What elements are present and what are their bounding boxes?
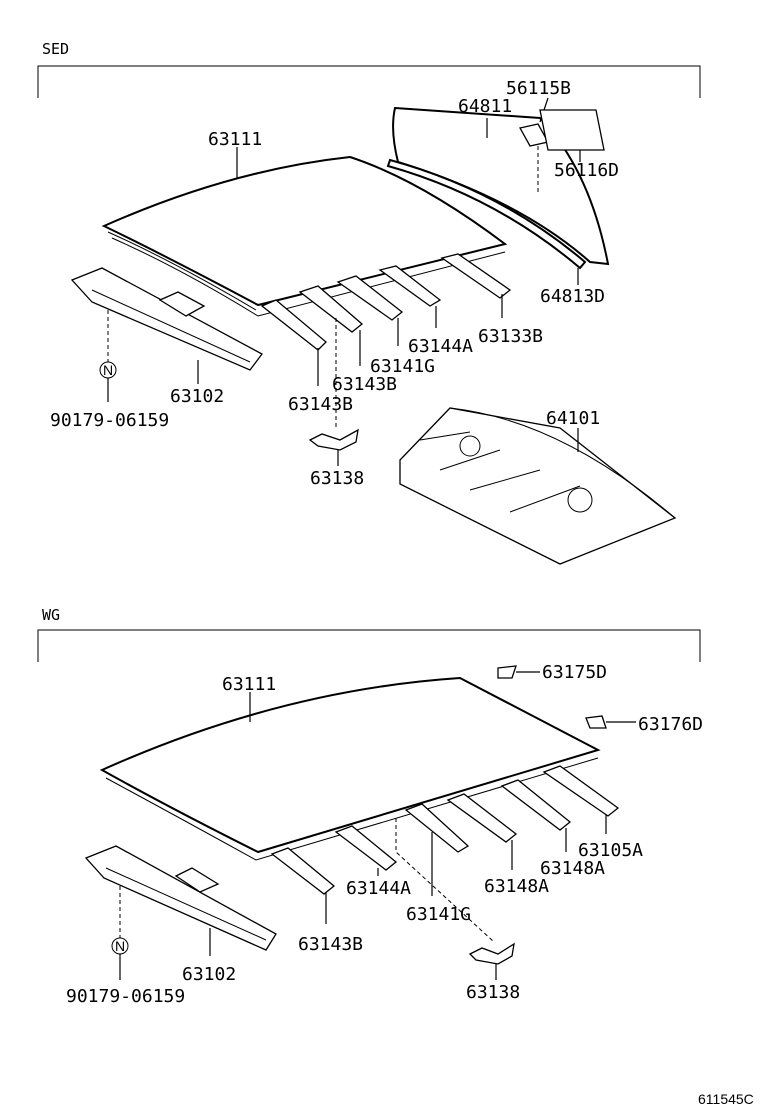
sed-part-63141g[interactable]: 63141G <box>370 356 435 377</box>
wg-part-63138[interactable]: 63138 <box>466 982 520 1003</box>
sed-part-63143b-1[interactable]: 63143B <box>332 374 397 395</box>
wg-roof-bows[interactable] <box>270 765 620 895</box>
wg-section-bracket <box>37 629 701 662</box>
sed-section-label: SED <box>42 40 69 58</box>
sed-section: SED 63111 64811 64813D 56115B 56116D <box>37 40 701 565</box>
sed-part-64813d[interactable]: 64813D <box>540 286 605 307</box>
sed-part-63143b-2[interactable]: 63143B <box>288 394 353 415</box>
wg-roof-panel[interactable] <box>99 676 601 861</box>
sed-spacer-56116d[interactable] <box>539 109 605 151</box>
sed-part-63144a[interactable]: 63144A <box>408 336 473 357</box>
wg-section-label: WG <box>42 606 60 624</box>
sed-part-63133b[interactable]: 63133B <box>478 326 543 347</box>
wg-part-90179[interactable]: 90179-06159 <box>66 986 185 1007</box>
sed-bracket-63138[interactable] <box>308 428 359 451</box>
sed-part-56116d[interactable]: 56116D <box>554 160 619 181</box>
sed-roof-panel[interactable] <box>101 155 508 317</box>
sed-part-63102[interactable]: 63102 <box>170 386 224 407</box>
wg-part-63148a-2[interactable]: 63148A <box>484 876 549 897</box>
diagram-code: 611545C <box>698 1091 754 1107</box>
sed-part-56115b[interactable]: 56115B <box>506 78 571 99</box>
wg-part-63143b[interactable]: 63143B <box>298 934 363 955</box>
wg-part-63148a-1[interactable]: 63148A <box>540 858 605 879</box>
wg-part-63144a[interactable]: 63144A <box>346 878 411 899</box>
sed-section-bracket <box>37 65 701 98</box>
wg-part-63111[interactable]: 63111 <box>222 674 276 695</box>
wg-clip-63175d[interactable] <box>497 665 517 679</box>
wg-part-63102[interactable]: 63102 <box>182 964 236 985</box>
sed-front-header-panel[interactable] <box>70 267 263 371</box>
sed-note-n: N <box>103 362 113 378</box>
sed-package-tray[interactable] <box>399 407 677 565</box>
wg-section: WG 63111 63175D 63176D 63105A 63148A <box>37 606 703 1007</box>
wg-part-63105a[interactable]: 63105A <box>578 840 643 861</box>
sed-window-molding[interactable] <box>386 158 587 270</box>
wg-63138-dash <box>395 818 495 943</box>
sed-part-64101[interactable]: 64101 <box>546 408 600 429</box>
wg-note-n: N <box>115 938 125 954</box>
wg-front-header-panel[interactable] <box>84 845 277 951</box>
sed-part-63138[interactable]: 63138 <box>310 468 364 489</box>
wg-part-63176d[interactable]: 63176D <box>638 714 703 735</box>
wg-part-63175d[interactable]: 63175D <box>542 662 607 683</box>
sed-part-64811[interactable]: 64811 <box>458 96 512 117</box>
wg-bracket-63138[interactable] <box>468 942 515 965</box>
sed-roof-bows[interactable] <box>260 253 512 351</box>
sed-part-90179[interactable]: 90179-06159 <box>50 410 169 431</box>
wg-part-63141g[interactable]: 63141G <box>406 904 471 925</box>
wg-clip-63176d[interactable] <box>585 715 607 729</box>
sed-part-63111[interactable]: 63111 <box>208 129 262 150</box>
